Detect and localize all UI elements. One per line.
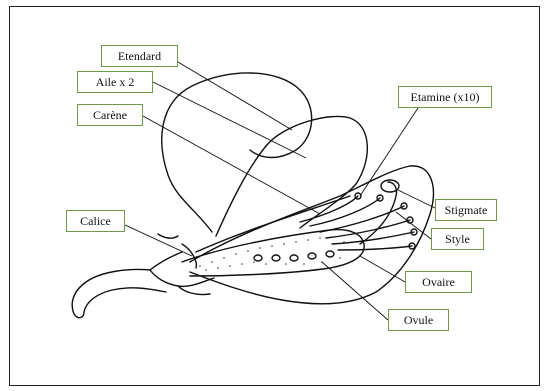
label-ovule: Ovule — [388, 309, 449, 331]
label-etamine: Etamine (x10) — [398, 86, 492, 108]
label-calice: Calice — [66, 210, 125, 232]
calice — [150, 234, 214, 295]
label-style: Style — [431, 228, 484, 250]
label-aile: Aile x 2 — [77, 71, 153, 93]
carene-petal — [190, 166, 433, 304]
ovule-shape — [254, 255, 262, 261]
label-stigmate: Stigmate — [435, 199, 497, 221]
label-carene: Carène — [77, 104, 143, 126]
label-etendard: Etendard — [101, 45, 178, 67]
aile-petal — [216, 116, 367, 236]
stem — [72, 270, 166, 318]
label-ovaire: Ovaire — [405, 271, 472, 293]
ovary-texture — [199, 237, 353, 271]
